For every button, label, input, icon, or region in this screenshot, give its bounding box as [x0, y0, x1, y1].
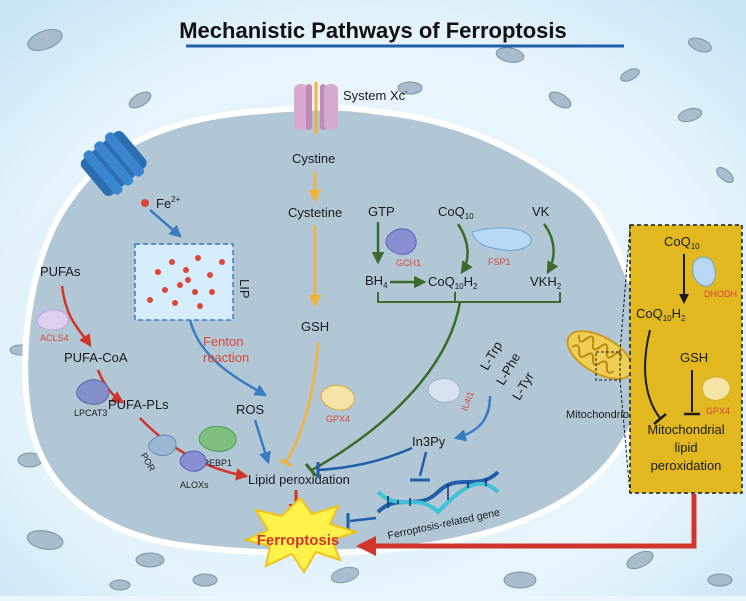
coq10-label: CoQ10	[438, 204, 474, 221]
coq10h2-label: CoQ10H2	[428, 274, 478, 291]
protein-blob-icon	[471, 227, 532, 251]
aloxs-label: ALOXs	[180, 480, 209, 490]
dna-helix-icon	[376, 470, 500, 515]
cysteine-label: Cystetine	[288, 205, 342, 220]
aa-to-in3py-arrow	[453, 395, 492, 442]
mito-coq10h2-inhibit-bar	[653, 413, 667, 425]
gtp-label: GTP	[368, 204, 395, 219]
mito-gpx4-label: GPX4	[706, 406, 730, 416]
page-title: Mechanistic Pathways of Ferroptosis	[179, 18, 567, 43]
in3py-gene-line	[418, 451, 428, 477]
mito-coq10-label: CoQ10	[664, 234, 700, 251]
gsh-label: GSH	[301, 319, 329, 334]
fenton-label-2: reaction	[203, 350, 249, 365]
lip-pool-box	[134, 243, 234, 321]
dhodh-label: DHODH	[704, 289, 737, 299]
gpx4-label: GPX4	[326, 414, 350, 424]
coq10-arrow	[456, 223, 473, 275]
fenton-label-1: Fenton	[203, 334, 243, 349]
lip-label: LIP	[237, 279, 252, 299]
protein-blob-icon	[76, 379, 110, 405]
mito-gsh-label: GSH	[680, 350, 708, 365]
protein-blob-icon	[198, 425, 237, 452]
acsl4-label: ACLS4	[40, 333, 69, 343]
lpcat3-label: LPCAT3	[74, 408, 107, 418]
pebp1-label: PEBP1	[203, 458, 232, 468]
vk-label: VK	[532, 204, 550, 219]
protein-blob-icon	[179, 450, 207, 472]
pufas-label: PUFAs	[40, 264, 81, 279]
fe-ion-icon	[141, 199, 149, 207]
protein-blob-icon	[36, 309, 69, 331]
pufa-coa-arrow	[96, 369, 125, 404]
mito-zoom-box	[595, 351, 621, 381]
gsh-inhibit-line	[284, 341, 320, 463]
pufa-pls-label: PUFA-PLs	[108, 397, 169, 412]
cystine-label: Cystine	[292, 151, 335, 166]
in3py-label: In3Py	[412, 434, 446, 449]
zoom-line-bottom	[619, 379, 631, 495]
protein-blob-icon	[427, 377, 461, 403]
iron-dots	[147, 255, 225, 309]
reductants-bracket	[377, 292, 561, 303]
vkh2-label: VKH2	[530, 274, 562, 291]
protein-blob-icon	[692, 256, 716, 287]
gch1-label: GCH1	[396, 258, 421, 268]
mito-coq10h2-label: CoQ10H2	[636, 306, 686, 323]
mitochondrion-label: Mitochondrion	[566, 409, 635, 421]
system-xc-label: System Xc-	[343, 87, 408, 103]
mito-lp-line1: Mitochondrial	[647, 422, 724, 437]
lipid-peroxidation-label: Lipid peroxidation	[248, 472, 350, 487]
fe-to-lip-arrow	[149, 209, 182, 238]
transporter-channel-icon	[80, 130, 147, 196]
gene-inhibit-line	[349, 516, 377, 523]
mito-lp-line2: lipid	[674, 440, 697, 455]
gsh-inhibit-bar	[279, 458, 293, 468]
system-xc-icon	[294, 82, 338, 134]
in3py-inhibit-line	[317, 446, 413, 472]
pufas-arrow	[60, 285, 92, 348]
ros-to-lipid-arrow	[253, 419, 272, 465]
ferroptosis-label: Ferroptosis	[257, 532, 340, 549]
mito-coq10h2-inhibit-line	[644, 329, 661, 419]
protein-blob-icon	[385, 228, 417, 255]
vk-arrow	[542, 223, 559, 275]
fsp1-inhibit-line	[311, 301, 462, 472]
fe-label: Fe2+	[156, 195, 181, 211]
mito-panel	[629, 224, 743, 494]
zoom-line-top	[619, 227, 631, 353]
protein-blob-icon	[701, 376, 731, 401]
mito-lp-line3: peroxidation	[651, 458, 722, 473]
mitochondrion-icon	[566, 330, 634, 380]
fsp1-label: FSP1	[488, 257, 511, 267]
fsp1-inhibit-bar	[304, 463, 318, 477]
lip-to-ros-arrow	[188, 319, 268, 397]
burst-icon	[242, 496, 360, 574]
protein-blob-icon	[148, 434, 177, 457]
protein-blob-icon	[320, 384, 355, 411]
ros-label: ROS	[236, 402, 265, 417]
pufa-coa-label: PUFA-CoA	[64, 350, 128, 365]
bh4-label: BH4	[365, 273, 388, 290]
mito-to-ferroptosis-arrow	[356, 494, 697, 556]
